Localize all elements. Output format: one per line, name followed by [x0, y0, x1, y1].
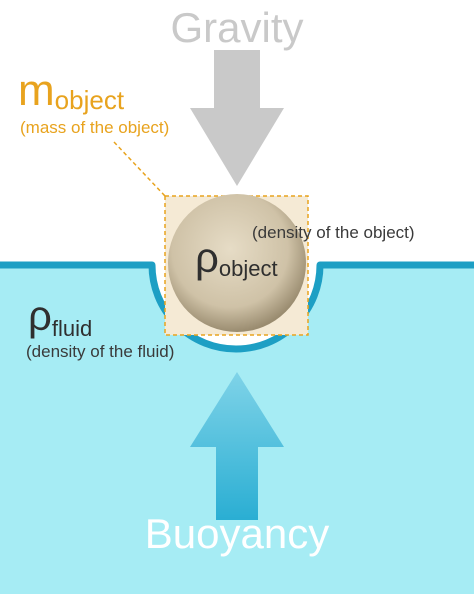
object-density-symbol: ρ [195, 234, 219, 281]
gravity-label: Gravity [170, 4, 303, 51]
mass-label: mobject [18, 66, 125, 115]
arrow-down-icon [190, 50, 284, 186]
mass-description: (mass of the object) [20, 118, 169, 137]
object-density-subscript: object [219, 256, 278, 281]
arrow-up-icon [190, 372, 284, 520]
fluid-surface [0, 261, 474, 353]
fluid-density-subscript: fluid [52, 316, 92, 341]
fluid-density-label: ρfluid [28, 292, 92, 341]
buoyancy-label: Buoyancy [145, 510, 329, 557]
mass-subscript: object [55, 85, 125, 115]
fluid-density-description: (density of the fluid) [26, 342, 174, 361]
fluid-density-symbol: ρ [28, 292, 52, 339]
object-density-label: ρobject [195, 234, 278, 281]
object-sphere [168, 194, 306, 332]
object-density-description: (density of the object) [252, 223, 415, 242]
mass-symbol: m [18, 66, 55, 115]
mass-leader-line [113, 141, 166, 197]
